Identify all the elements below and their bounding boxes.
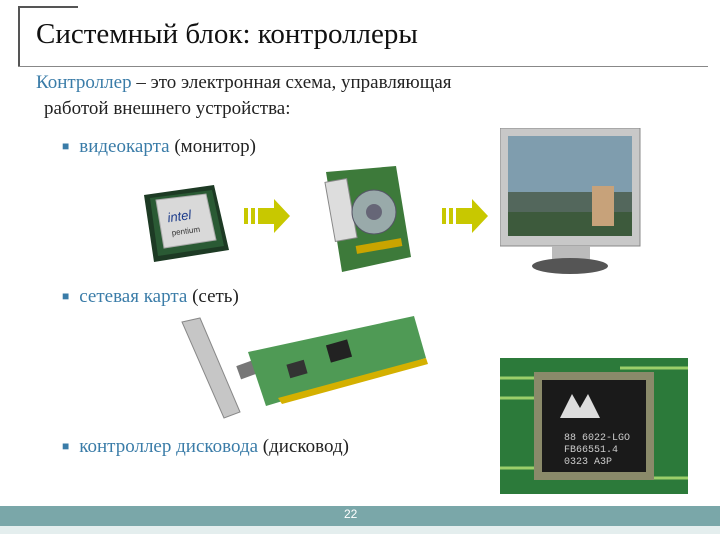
bullet-term: видеокарта (79, 136, 170, 157)
netcard-image (181, 316, 428, 419)
title-underline (18, 66, 708, 67)
intro-rest: – это электронная схема, управляющая (131, 72, 452, 93)
bullet-rest: (монитор) (169, 136, 256, 157)
cpu-brand: intel (166, 207, 193, 225)
bullet-marker-icon: ■ (62, 139, 70, 153)
chip-line2: FB66551.4 (564, 445, 618, 456)
arrow-icon (244, 199, 290, 233)
arrow-icon (442, 199, 488, 233)
bullet-rest: (сеть) (187, 286, 239, 307)
intro-line2: работой внешнего устройства: (44, 98, 291, 119)
footer-strip (0, 526, 720, 534)
footer-bar (0, 506, 720, 526)
bullet-marker-icon: ■ (62, 289, 70, 303)
cpu-model: pentium (171, 225, 201, 238)
cpu-image: intel pentium (144, 185, 229, 262)
bullet-disk-controller: ■ контроллер дисковода (дисковод) (62, 436, 349, 458)
bullet-term: контроллер дисковода (79, 436, 259, 457)
title-bracket (18, 6, 20, 66)
bullet-netcard: ■ сетевая карта (сеть) (62, 286, 239, 308)
videocard-image (324, 166, 411, 272)
chip-line1: 88 6022-LGO (564, 433, 630, 444)
bullet-term: сетевая карта (79, 286, 188, 307)
monitor-image (500, 128, 641, 274)
slide-title: Системный блок: контроллеры (36, 18, 418, 50)
intro-text: Контроллер – это электронная схема, упра… (36, 70, 656, 122)
title-area: Системный блок: контроллеры (0, 0, 720, 68)
chip-line3: 0323 A3P (564, 457, 612, 468)
bullet-marker-icon: ■ (62, 439, 70, 453)
intro-term: Контроллер (36, 72, 132, 93)
bullet-videocard: ■ видеокарта (монитор) (62, 136, 256, 158)
page-number: 22 (344, 507, 358, 521)
title-bracket-top (18, 6, 78, 8)
bullet-rest: (дисковод) (258, 436, 349, 457)
controller-chip-image: 88 6022-LGO FB66551.4 0323 A3P (500, 358, 688, 494)
